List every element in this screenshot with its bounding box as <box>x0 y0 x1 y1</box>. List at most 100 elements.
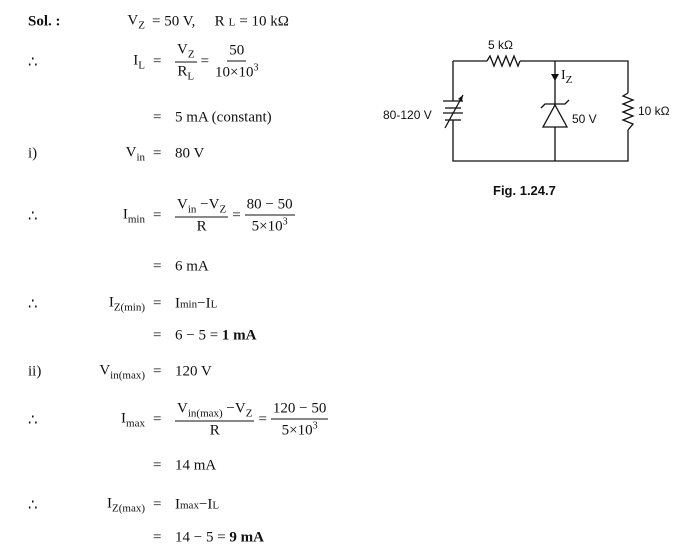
den: R <box>209 422 220 439</box>
den: 5×10 <box>281 422 313 439</box>
vz-symbol: V <box>127 12 139 29</box>
imin-result: = 6 mA <box>0 247 380 287</box>
answer: 9 mA <box>229 529 264 546</box>
sub: Z <box>138 19 145 32</box>
expr: −I <box>197 295 211 312</box>
equals: = <box>153 411 162 428</box>
sub: L <box>138 59 145 72</box>
equals: = <box>153 258 162 275</box>
vin-line: i) Vin = 80 V <box>0 134 380 174</box>
part-label: i) <box>28 145 38 162</box>
sub: in <box>187 203 197 216</box>
resistor-5k <box>486 54 521 68</box>
imax-value: 14 mA <box>175 457 217 474</box>
iz-label: IZ <box>561 68 572 86</box>
zener-bar <box>540 99 570 109</box>
equals: = <box>153 295 162 312</box>
sub: L <box>228 16 236 28</box>
vinmax-value: 120 V <box>175 363 212 380</box>
vin-symbol: V <box>125 144 137 161</box>
sub: Z <box>565 73 573 86</box>
zener-label: 50 V <box>572 112 597 126</box>
rl-symbol: R <box>214 13 225 30</box>
izmin-result: = 6 − 5 = 1 mA <box>0 316 380 356</box>
il-symbol: I <box>133 52 139 69</box>
therefore-symbol: ∴ <box>28 497 38 514</box>
expr: −I <box>198 496 213 513</box>
vinmax-symbol: V <box>99 362 111 379</box>
therefore-symbol: ∴ <box>28 412 38 429</box>
therefore-symbol: ∴ <box>28 54 38 71</box>
imin-value: 6 mA <box>175 258 209 275</box>
r1-label: 5 kΩ <box>488 38 513 52</box>
den: R <box>177 63 188 80</box>
equals: = <box>200 53 210 70</box>
equals: = <box>153 109 162 126</box>
sub: max <box>126 417 145 430</box>
sub: min <box>180 298 198 310</box>
variable-arrow <box>444 94 464 129</box>
num: −V <box>196 196 220 213</box>
sub: Z <box>245 407 253 420</box>
answer: 1 mA <box>221 327 257 344</box>
sub: L <box>212 499 220 511</box>
equals: = <box>258 411 267 428</box>
equals: = <box>232 207 241 224</box>
imax-result: = 14 mA <box>0 446 380 486</box>
equals: = <box>153 207 162 224</box>
izmax-symbol: I <box>107 495 113 512</box>
iz-symbol: I <box>561 68 566 83</box>
sub: max <box>180 499 199 511</box>
sub: Z <box>187 48 195 61</box>
sub: in <box>136 151 145 164</box>
zener-triangle <box>541 103 569 128</box>
imin-symbol: I <box>122 206 128 223</box>
variable-arrowhead <box>458 95 463 101</box>
num: 50 <box>227 43 247 62</box>
sol-label: Sol. : <box>28 13 61 30</box>
equals: = <box>153 457 162 474</box>
sup: 3 <box>253 62 259 74</box>
sub: Z(min) <box>113 301 145 314</box>
equals: = <box>153 363 162 380</box>
sub: in(max) <box>187 407 223 420</box>
calc: 14 − 5 = <box>175 529 230 546</box>
sub: Z <box>219 203 227 216</box>
num: 120 − 50 <box>270 401 329 420</box>
fraction: 80 − 50 5×103 <box>244 197 295 236</box>
den: 5×10 <box>251 218 283 235</box>
equals: = <box>153 496 162 513</box>
equals: = <box>153 145 162 162</box>
calc: 6 − 5 = <box>175 327 222 344</box>
source-label: 80-120 V <box>383 108 432 122</box>
equals: = <box>153 327 162 344</box>
part-label: ii) <box>28 363 42 380</box>
vin-value: 80 V <box>175 145 205 162</box>
equals: = <box>153 53 162 70</box>
den: R <box>196 218 207 235</box>
figure-caption: Fig. 1.24.7 <box>493 183 556 198</box>
wire <box>452 60 629 162</box>
sup: 3 <box>282 216 288 228</box>
expr: I <box>175 295 180 312</box>
r2-label: 10 kΩ <box>638 104 670 118</box>
current-arrow-icon <box>551 74 559 81</box>
equals: = <box>153 529 162 546</box>
therefore-symbol: ∴ <box>28 296 38 313</box>
num: 80 − 50 <box>244 197 295 216</box>
num: V <box>177 196 188 213</box>
imax-symbol: I <box>121 410 127 427</box>
vz-value: = 50 V, <box>152 13 196 30</box>
il-value: 5 mA (constant) <box>175 109 272 126</box>
therefore-symbol: ∴ <box>28 208 38 225</box>
expr: I <box>175 496 180 513</box>
